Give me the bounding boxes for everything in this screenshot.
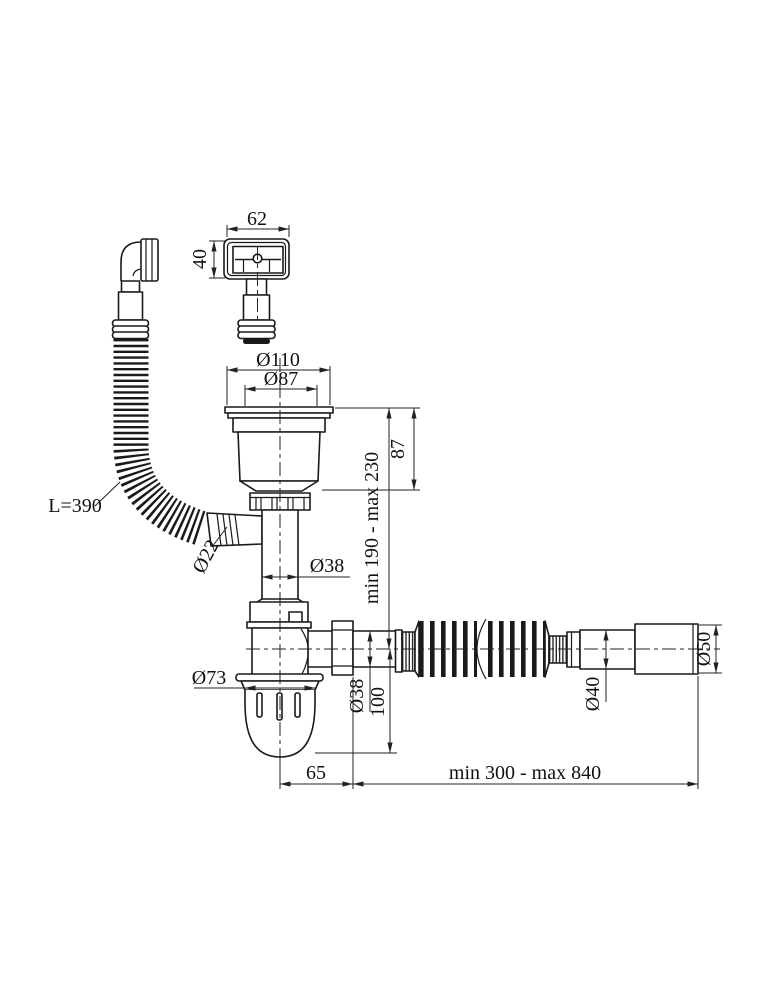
elbow-coupling-rib	[111, 331, 150, 340]
strainer-cup	[237, 431, 321, 482]
faceplate-rib-dark	[243, 338, 270, 344]
strainer-cup-bottom	[239, 480, 319, 492]
dim-label-overflow-width: 62	[247, 208, 267, 230]
dim-label-end-cuff: Ø50	[693, 632, 715, 666]
dim-label-strainer-inner: Ø87	[264, 368, 298, 390]
connector-ring	[216, 513, 222, 547]
faceplate-border	[226, 241, 287, 277]
leader-hose-length	[94, 481, 121, 507]
elbow-neck	[120, 280, 141, 293]
strainer-flange-top	[224, 406, 334, 414]
trap-top-flange	[246, 621, 312, 629]
elbow-tube	[117, 291, 144, 321]
elbow-flange-disc	[140, 238, 159, 282]
dim-label-end-pipe: Ø40	[582, 677, 604, 711]
leader-overflow-hose	[211, 526, 228, 548]
hose-corrugation	[113, 339, 206, 545]
connector-ring	[234, 514, 240, 546]
dim-label-hose-length: L=390	[48, 495, 102, 517]
cup-prong	[294, 692, 301, 718]
faceplate-neck	[245, 278, 268, 296]
elbow-bend-outline	[120, 241, 142, 281]
bellows-break-curve	[476, 618, 487, 680]
dim-label-overflow-height: 40	[189, 249, 211, 269]
overflow-hose	[113, 339, 263, 547]
dim-label-outlet-pipe: Ø38	[346, 679, 368, 713]
faceplate-rib	[237, 331, 276, 340]
overflow-faceplate	[223, 238, 290, 344]
connector-ring	[228, 514, 234, 546]
faceplate-collar	[242, 294, 271, 321]
dim-label-trap-flange: Ø73	[192, 667, 226, 689]
outlet-nut	[331, 620, 354, 676]
dim-label-strainer-depth: 87	[387, 439, 409, 459]
hose-washer	[394, 629, 403, 673]
dim-label-tailpipe: Ø38	[310, 555, 344, 577]
dim-label-trap-drop: 100	[367, 687, 389, 717]
siphon-trap	[235, 601, 354, 758]
trap-elbow-curve	[300, 628, 309, 675]
elbow-inner-arc	[132, 268, 142, 277]
overflow-elbow	[111, 238, 159, 340]
sink-strainer	[224, 406, 334, 511]
dim-label-height-range: min 190 - max 230	[361, 452, 383, 604]
centerlines	[246, 246, 720, 770]
dim-label-trap-offset: 65	[306, 762, 326, 784]
strainer-upper-body	[232, 417, 326, 433]
hose-end-connector	[206, 512, 263, 547]
trap-joint-tab	[288, 611, 303, 623]
dim-label-strainer-flange: Ø110	[256, 349, 300, 371]
dim-label-outlet-reach: min 300 - max 840	[449, 762, 601, 784]
cup-prong	[256, 692, 263, 718]
